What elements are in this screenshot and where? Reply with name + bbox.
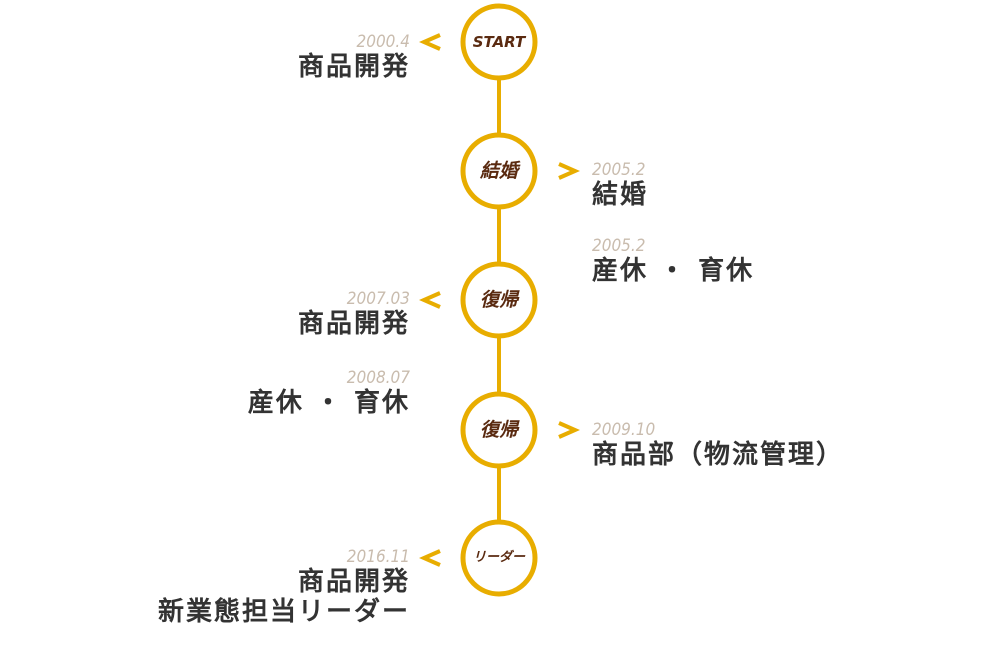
event-2007-product-dev: 2007.03 商品開発 [298, 289, 410, 339]
chevron-right-icon [558, 421, 580, 439]
event-title-secondary: 新業態担当リーダー [157, 597, 410, 627]
node-label-return-2: 復帰 [479, 419, 518, 441]
node-label-marriage: 結婚 [479, 160, 518, 182]
node-label-leader: リーダー [472, 550, 525, 565]
event-2009-merchandise-dept: 2009.10 商品部（物流管理） [592, 420, 844, 470]
event-date: 2005.2 [592, 236, 646, 256]
event-date: 2008.07 [346, 368, 410, 388]
event-title: 商品開発 [297, 52, 410, 82]
event-2005-maternity-leave: 2005.2 産休 ・ 育休 [592, 236, 754, 286]
event-date: 2007.03 [346, 289, 410, 309]
node-circle-return-1 [460, 261, 538, 339]
event-2005-marriage: 2005.2 結婚 [592, 160, 648, 210]
event-date: 2016.11 [346, 547, 410, 567]
node-circle-marriage [460, 132, 538, 210]
event-2008-maternity-leave: 2008.07 産休 ・ 育休 [248, 368, 410, 418]
event-title: 産休 ・ 育休 [247, 388, 410, 418]
event-title: 商品開発 [297, 567, 410, 597]
node-label-start: START [472, 33, 526, 51]
event-title: 産休 ・ 育休 [592, 256, 755, 286]
event-title: 商品部（物流管理） [592, 440, 845, 470]
node-circle-start [460, 3, 538, 81]
node-circle-return-2 [460, 391, 538, 469]
event-date: 2009.10 [592, 420, 656, 440]
event-title: 結婚 [592, 180, 649, 210]
chevron-left-icon [419, 549, 441, 567]
chevron-left-icon [419, 33, 441, 51]
node-circle-leader [460, 519, 538, 597]
event-date: 2000.4 [356, 32, 411, 52]
event-title: 商品開発 [297, 309, 410, 339]
event-date: 2005.2 [592, 160, 646, 180]
chevron-right-icon [558, 162, 580, 180]
event-2016-leader: 2016.11 商品開発 新業態担当リーダー [158, 547, 410, 627]
event-2000-product-dev: 2000.4 商品開発 [298, 32, 410, 82]
node-label-return-1: 復帰 [479, 289, 518, 311]
chevron-left-icon [419, 291, 441, 309]
